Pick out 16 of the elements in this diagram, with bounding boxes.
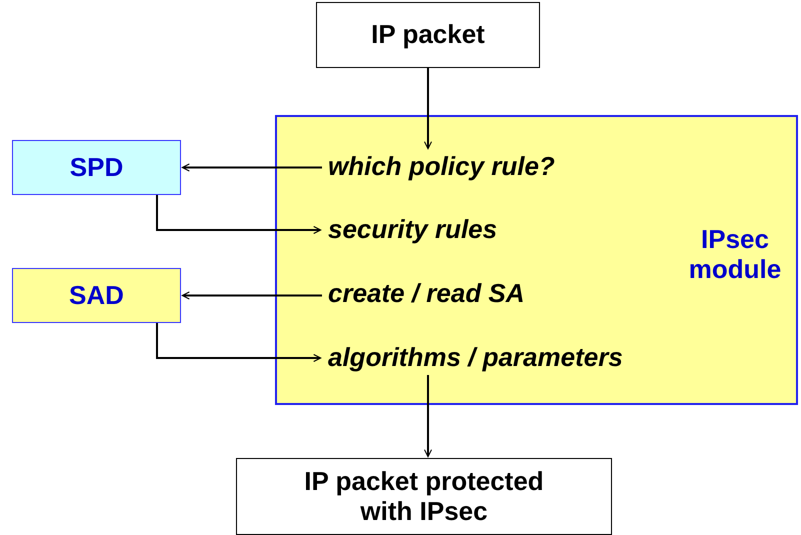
step-text: create / read SA (322, 277, 602, 311)
arrow (424, 68, 432, 150)
arrow (182, 291, 322, 300)
module-label: IPsec module (688, 225, 782, 285)
packet-box: IP packet (316, 2, 540, 68)
database-box: SPD (12, 140, 181, 195)
packet-box: IP packet protected with IPsec (236, 458, 612, 535)
arrow (156, 195, 322, 234)
arrow (182, 163, 322, 172)
step-text: security rules (322, 213, 582, 247)
arrow (156, 323, 322, 362)
arrow (424, 375, 432, 458)
step-text: algorithms / parameters (322, 341, 702, 375)
module-box (275, 115, 798, 405)
step-text: which policy rule? (322, 150, 622, 184)
database-box: SAD (12, 268, 181, 323)
